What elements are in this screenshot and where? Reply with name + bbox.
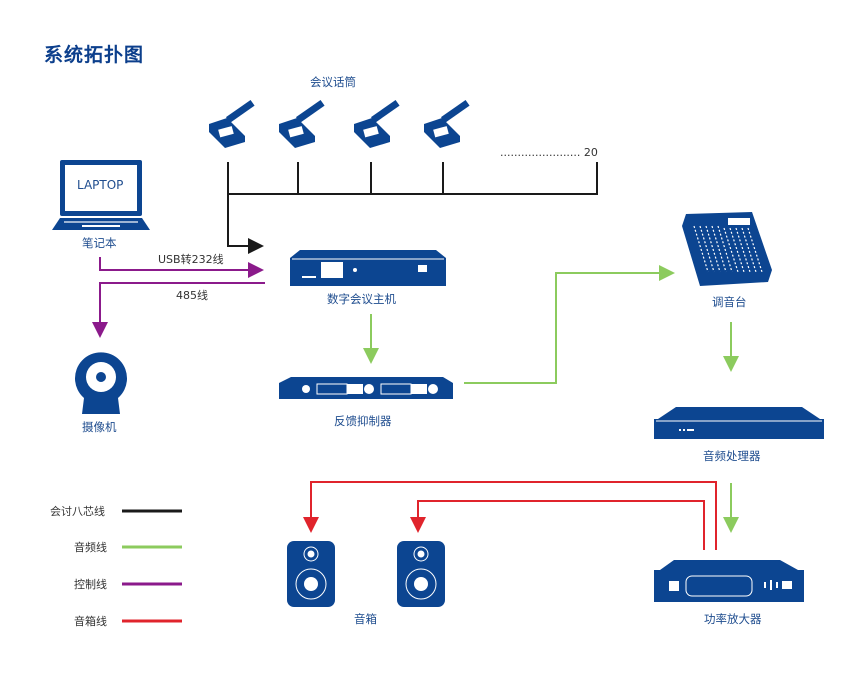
microphone-icon xyxy=(354,99,400,148)
page-title: 系统拓扑图 xyxy=(44,44,145,66)
conference-host-icon xyxy=(290,250,446,286)
speaker-lines xyxy=(303,481,717,550)
speaker-icon xyxy=(287,541,335,607)
legend-label-conference: 会讨八芯线 xyxy=(50,505,105,518)
rs485-cable-label: 485线 xyxy=(176,289,208,302)
audio-lines xyxy=(363,265,739,533)
feedback-suppressor-label: 反馈抑制器 xyxy=(334,414,392,428)
camera-icon xyxy=(75,352,127,414)
amplifier-icon xyxy=(654,560,804,602)
amplifier-label: 功率放大器 xyxy=(704,612,762,626)
laptop-icon xyxy=(52,160,150,230)
microphone-icon xyxy=(424,99,470,148)
audio-processor-icon xyxy=(654,407,824,439)
microphones-label: 会议话筒 xyxy=(310,75,356,89)
mixer-label: 调音台 xyxy=(712,295,747,309)
conference-host-label: 数字会议主机 xyxy=(327,292,396,306)
microphone-count: ....................... 20 xyxy=(500,146,598,159)
speaker-icon xyxy=(397,541,445,607)
legend-label-audio: 音频线 xyxy=(74,541,107,554)
legend-label-speaker: 音箱线 xyxy=(74,615,107,628)
mixer-icon xyxy=(682,212,772,286)
legend-label-control: 控制线 xyxy=(74,578,107,591)
control-lines xyxy=(92,257,265,338)
usb-cable-label: USB转232线 xyxy=(158,253,224,266)
microphone-icon xyxy=(279,99,325,148)
camera-label: 摄像机 xyxy=(82,420,117,434)
laptop-label: 笔记本 xyxy=(82,236,117,250)
legend-lines xyxy=(122,509,182,623)
speakers-label: 音箱 xyxy=(354,612,377,626)
conference-bus xyxy=(227,162,598,254)
audio-processor-label: 音频处理器 xyxy=(703,449,761,463)
feedback-suppressor-icon xyxy=(279,377,453,399)
microphone-icon xyxy=(209,99,255,148)
laptop-screen-text: LAPTOP xyxy=(77,178,124,192)
